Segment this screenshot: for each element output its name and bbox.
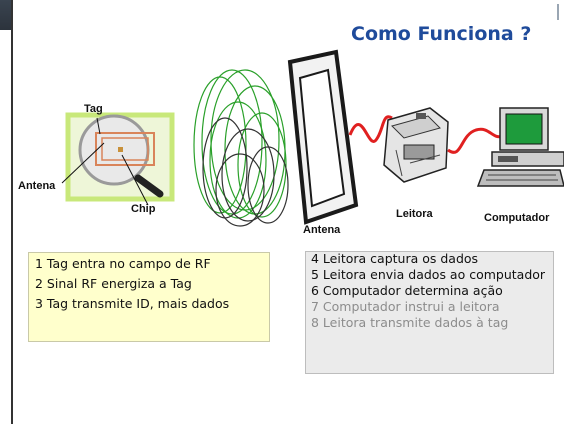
rf-field-icon (193, 69, 289, 227)
antenna-panel-icon (287, 49, 359, 225)
chip-pointer (121, 154, 149, 206)
label-leitora: Leitora (396, 208, 433, 220)
step-item: 8 Leitora transmite dados à tag (311, 315, 509, 330)
computer-cable (447, 127, 504, 154)
label-tag: Tag (84, 103, 103, 115)
tag-pointer (96, 117, 101, 135)
steps-box-tag: 1 Tag entra no campo de RF 2 Sinal RF en… (28, 252, 270, 342)
slide-title: Como Funciona ? (345, 20, 564, 48)
magnifier-tag-icon (65, 112, 175, 202)
step-item: 5 Leitora envia dados ao computador (311, 267, 546, 282)
header-tick (557, 4, 559, 24)
step-item: 2 Sinal RF energiza a Tag (35, 276, 192, 291)
label-antena-tag: Antena (18, 180, 56, 192)
antenna-cable (348, 115, 393, 143)
step-item: 7 Computador instrui a leitora (311, 299, 500, 314)
step-item: 3 Tag transmite ID, mais dados (35, 296, 230, 311)
antena-pointer (61, 142, 105, 184)
step-item: 4 Leitora captura os dados (311, 251, 479, 266)
label-chip: Chip (131, 203, 156, 215)
computer-icon (476, 107, 564, 187)
step-item: 1 Tag entra no campo de RF (35, 256, 211, 271)
label-antena-panel: Antena (303, 224, 341, 236)
steps-box-reader: 4 Leitora captura os dados 5 Leitora env… (305, 251, 554, 374)
label-computador: Computador (484, 212, 550, 224)
reader-device-icon (383, 107, 449, 183)
step-item: 6 Computador determina ação (311, 283, 503, 298)
